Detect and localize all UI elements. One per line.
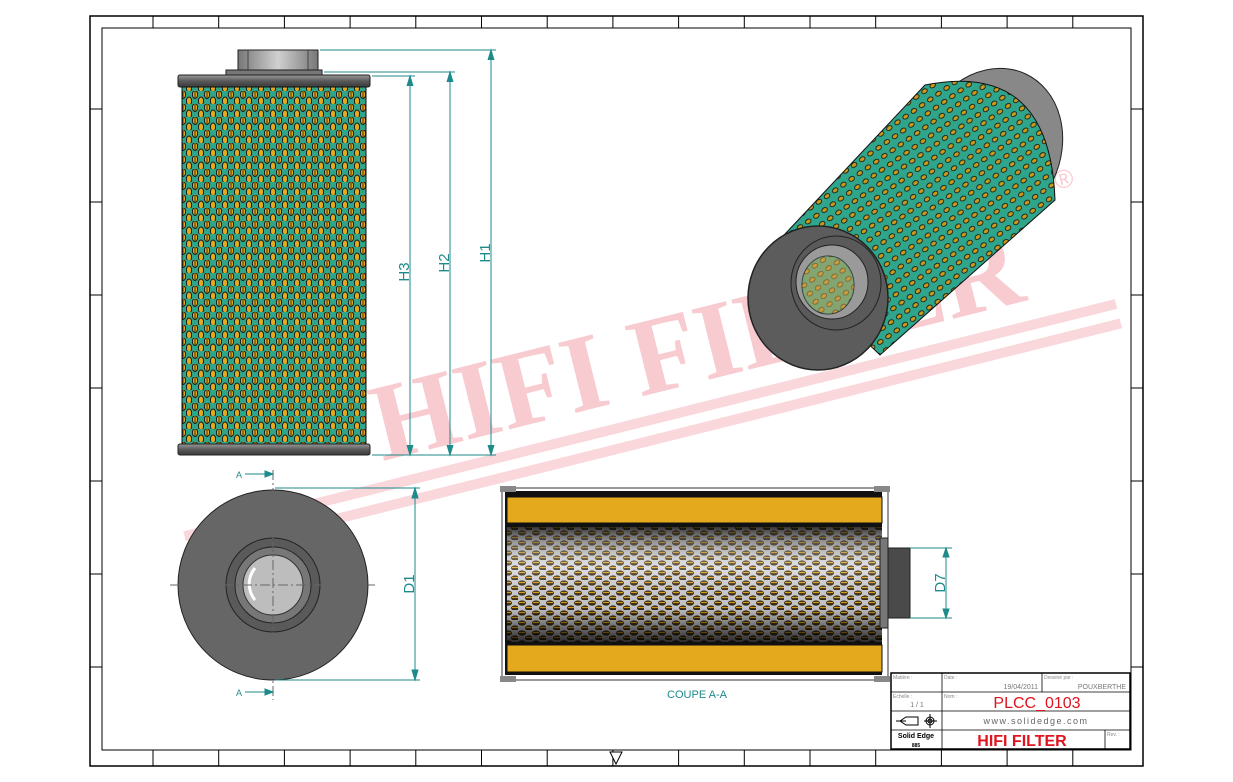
title-block: Matière : Date : 19/04/2011 Dessiné par … [890,672,1131,750]
section-view [500,486,911,682]
section-arrows [245,470,275,696]
name-label: Nom : [944,694,957,700]
isometric-view [747,67,1064,371]
part-number: PLCC_0103 [993,695,1080,712]
section-title: COUPE A-A [667,689,728,701]
diameter-dimension-d1 [275,486,420,682]
drawn-by-label: Dessiné par : [1044,675,1073,681]
drawn-by-value: POUXBERTHE [1078,684,1126,691]
scale-value: 1 / 1 [910,702,924,709]
section-marker-top: A [236,470,242,480]
date-label: Date : [944,675,957,681]
scale-label: Echelle : [893,694,912,700]
centering-mark-icon [609,751,623,766]
dimension-h1: H1 [477,243,494,262]
projection-symbol-icon [896,714,937,728]
diameter-dimension-d7 [910,546,952,620]
software-sub: 885 [912,743,921,749]
revision-label: Rev. : [1107,732,1120,738]
dimension-h2: H2 [436,253,453,272]
dimension-d1: D1 [401,574,418,593]
height-dimensions [320,48,496,457]
section-marker-bottom: A [236,688,242,698]
company-name: HIFI FILTER [977,733,1067,750]
bottom-view [170,470,375,700]
material-label: Matière : [893,675,912,681]
front-view [177,49,371,456]
dimension-d7: D7 [932,573,949,592]
website: www.solidedge.com [982,716,1088,726]
dimension-h3: H3 [396,262,413,281]
date-value: 19/04/2011 [1003,684,1038,691]
software-name: Solid Edge [898,733,934,740]
